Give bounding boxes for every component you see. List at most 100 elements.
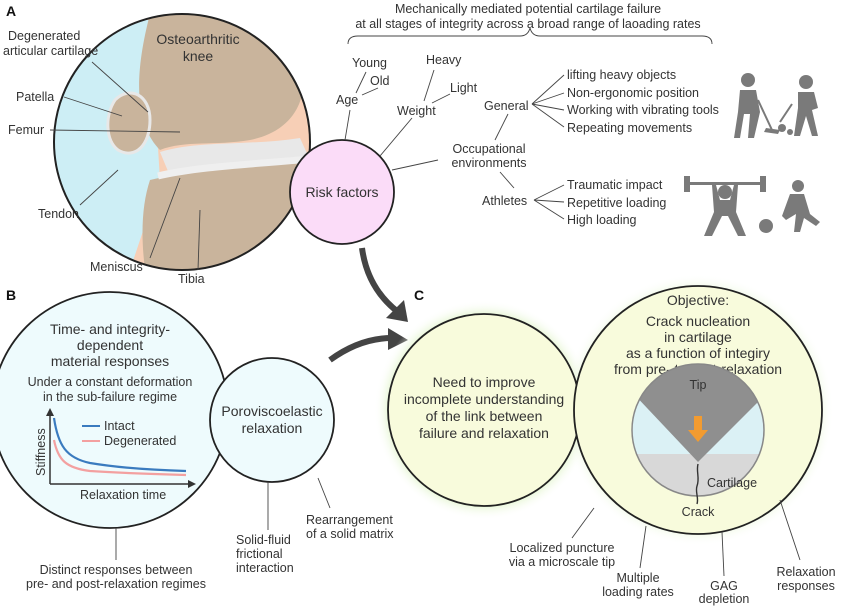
objective-line3: as a function of integiry [626, 345, 770, 361]
general-items: lifting heavy objects Non-ergonomic posi… [531, 68, 719, 135]
crack-line [695, 463, 699, 505]
need-line2: incomplete understanding [404, 391, 564, 407]
soccer-player-icon [759, 180, 820, 233]
worker-raking-icon [734, 73, 780, 138]
label-patella: Patella [16, 90, 54, 104]
leader-patella [63, 96, 123, 117]
tip-crack-schematic: Tip Cartilage Crack [631, 363, 765, 519]
label-young: Young [352, 56, 387, 70]
worker-shoveling-icon [778, 75, 818, 136]
tip-label: Tip [690, 378, 707, 392]
femur-bone [139, 14, 304, 150]
schematic-ylabel: Stiffness [34, 428, 48, 476]
note-rates-line2: loading rates [602, 585, 674, 599]
tree-general-item [531, 74, 565, 105]
tree-age-old [361, 87, 379, 96]
panel-label-a: A [6, 3, 16, 19]
schematic-x-arrowhead [188, 480, 196, 488]
label-tendon: Tendon [38, 207, 79, 221]
meniscus-band [157, 154, 310, 180]
poro-line2: relaxation [242, 420, 303, 436]
tree-athletes-stem [499, 171, 515, 189]
athlete-item: Repetitive loading [567, 196, 666, 210]
arrow-b-to-c-head [388, 328, 408, 350]
need-line4: failure and relaxation [419, 425, 549, 441]
general-item: Repeating movements [567, 121, 692, 135]
leader-puncture [571, 507, 595, 539]
label-occupational-line2: environments [451, 156, 526, 170]
label-occupational-line1: Occupational [453, 142, 526, 156]
note-gag-line1: GAG [710, 579, 738, 593]
legend-intact: Intact [104, 419, 135, 433]
general-item: lifting heavy objects [567, 68, 676, 82]
tree-weight-heavy [423, 69, 435, 102]
tree-weight-stem [379, 117, 413, 157]
schematic-xlabel: Relaxation time [80, 488, 166, 502]
b-subtitle-line1: Under a constant deformation [28, 375, 193, 389]
tree-athlete-item [533, 199, 565, 203]
degenerated-curve [52, 439, 187, 477]
note-distinct-line1: Distinct responses between [40, 563, 193, 577]
knee-title-line2: knee [183, 48, 214, 64]
leader-relaxation [779, 499, 801, 561]
tip-arrow-head [688, 430, 708, 442]
weightlifter-icon [684, 176, 766, 236]
leader-rearrangement [317, 477, 331, 509]
microscale-tip [632, 364, 764, 462]
tip-schematic-outline [631, 363, 765, 497]
leader-femur [49, 129, 181, 133]
note-puncture-line1: Localized puncture [510, 541, 615, 555]
panel-label-c: C [414, 287, 424, 303]
tree-general-item [531, 92, 565, 105]
knee-title-line1: Osteoarthritic [156, 31, 239, 47]
need-line3: of the link between [426, 408, 543, 424]
tree-athlete-item [533, 184, 565, 201]
risk-factors-circle [289, 139, 395, 245]
note-rearr-line2: of a solid matrix [306, 527, 394, 541]
tree-occupational-stem [391, 159, 439, 171]
label-cartilage-line1: Degenerated [8, 29, 80, 43]
label-athletes: Athletes [482, 194, 527, 208]
intact-curve [52, 417, 187, 473]
panel-label-b: B [6, 287, 16, 303]
athlete-items: Traumatic impact Repetitive loading High… [533, 178, 666, 227]
cartilage-label: Cartilage [707, 476, 757, 490]
leader-rates [639, 525, 647, 569]
tree-weight-light [431, 93, 451, 104]
leader-gag [721, 531, 725, 577]
crack-label: Crack [682, 505, 715, 519]
label-general: General [484, 99, 528, 113]
note-relax-line2: responses [777, 579, 835, 593]
general-item: Non-ergonomic position [567, 86, 699, 100]
note-rearr-line1: Rearrangement [306, 513, 393, 527]
tree-age-young [355, 71, 367, 94]
label-weight: Weight [397, 104, 436, 118]
tip-arrow-shaft [694, 416, 702, 430]
note-puncture-line2: via a microscale tip [509, 555, 615, 569]
header-line2: at all stages of integrity across a broa… [355, 17, 700, 31]
note-solid-fluid-line1: Solid-fluid [236, 533, 291, 547]
note-rates-line1: Multiple [616, 571, 659, 585]
label-femur: Femur [8, 123, 44, 137]
label-tibia: Tibia [178, 272, 205, 286]
arrow-b-to-c [328, 335, 393, 363]
b-title-line2: dependent [77, 337, 143, 353]
header-line1: Mechanically mediated potential cartilag… [395, 2, 661, 16]
leader-tibia [197, 209, 201, 271]
leader-tendon [79, 169, 119, 206]
poroviscoelastic-circle [209, 357, 335, 483]
arrow-risk-to-c [359, 247, 400, 315]
label-heavy: Heavy [426, 53, 462, 67]
label-cartilage-line2: articular cartilage [3, 44, 98, 58]
note-solid-fluid-line2: frictional [236, 547, 283, 561]
leader-cartilage [91, 61, 149, 113]
relaxation-schematic: Intact Degenerated Stiffness Relaxation … [34, 408, 196, 502]
note-solid-fluid-line3: interaction [236, 561, 294, 575]
legend-degenerated: Degenerated [104, 434, 176, 448]
tree-general-item [531, 103, 565, 128]
objective-line1: Crack nucleation [646, 313, 750, 329]
label-light: Light [450, 81, 478, 95]
arrow-risk-to-c-head [386, 300, 408, 322]
risk-factors-label: Risk factors [305, 184, 378, 200]
